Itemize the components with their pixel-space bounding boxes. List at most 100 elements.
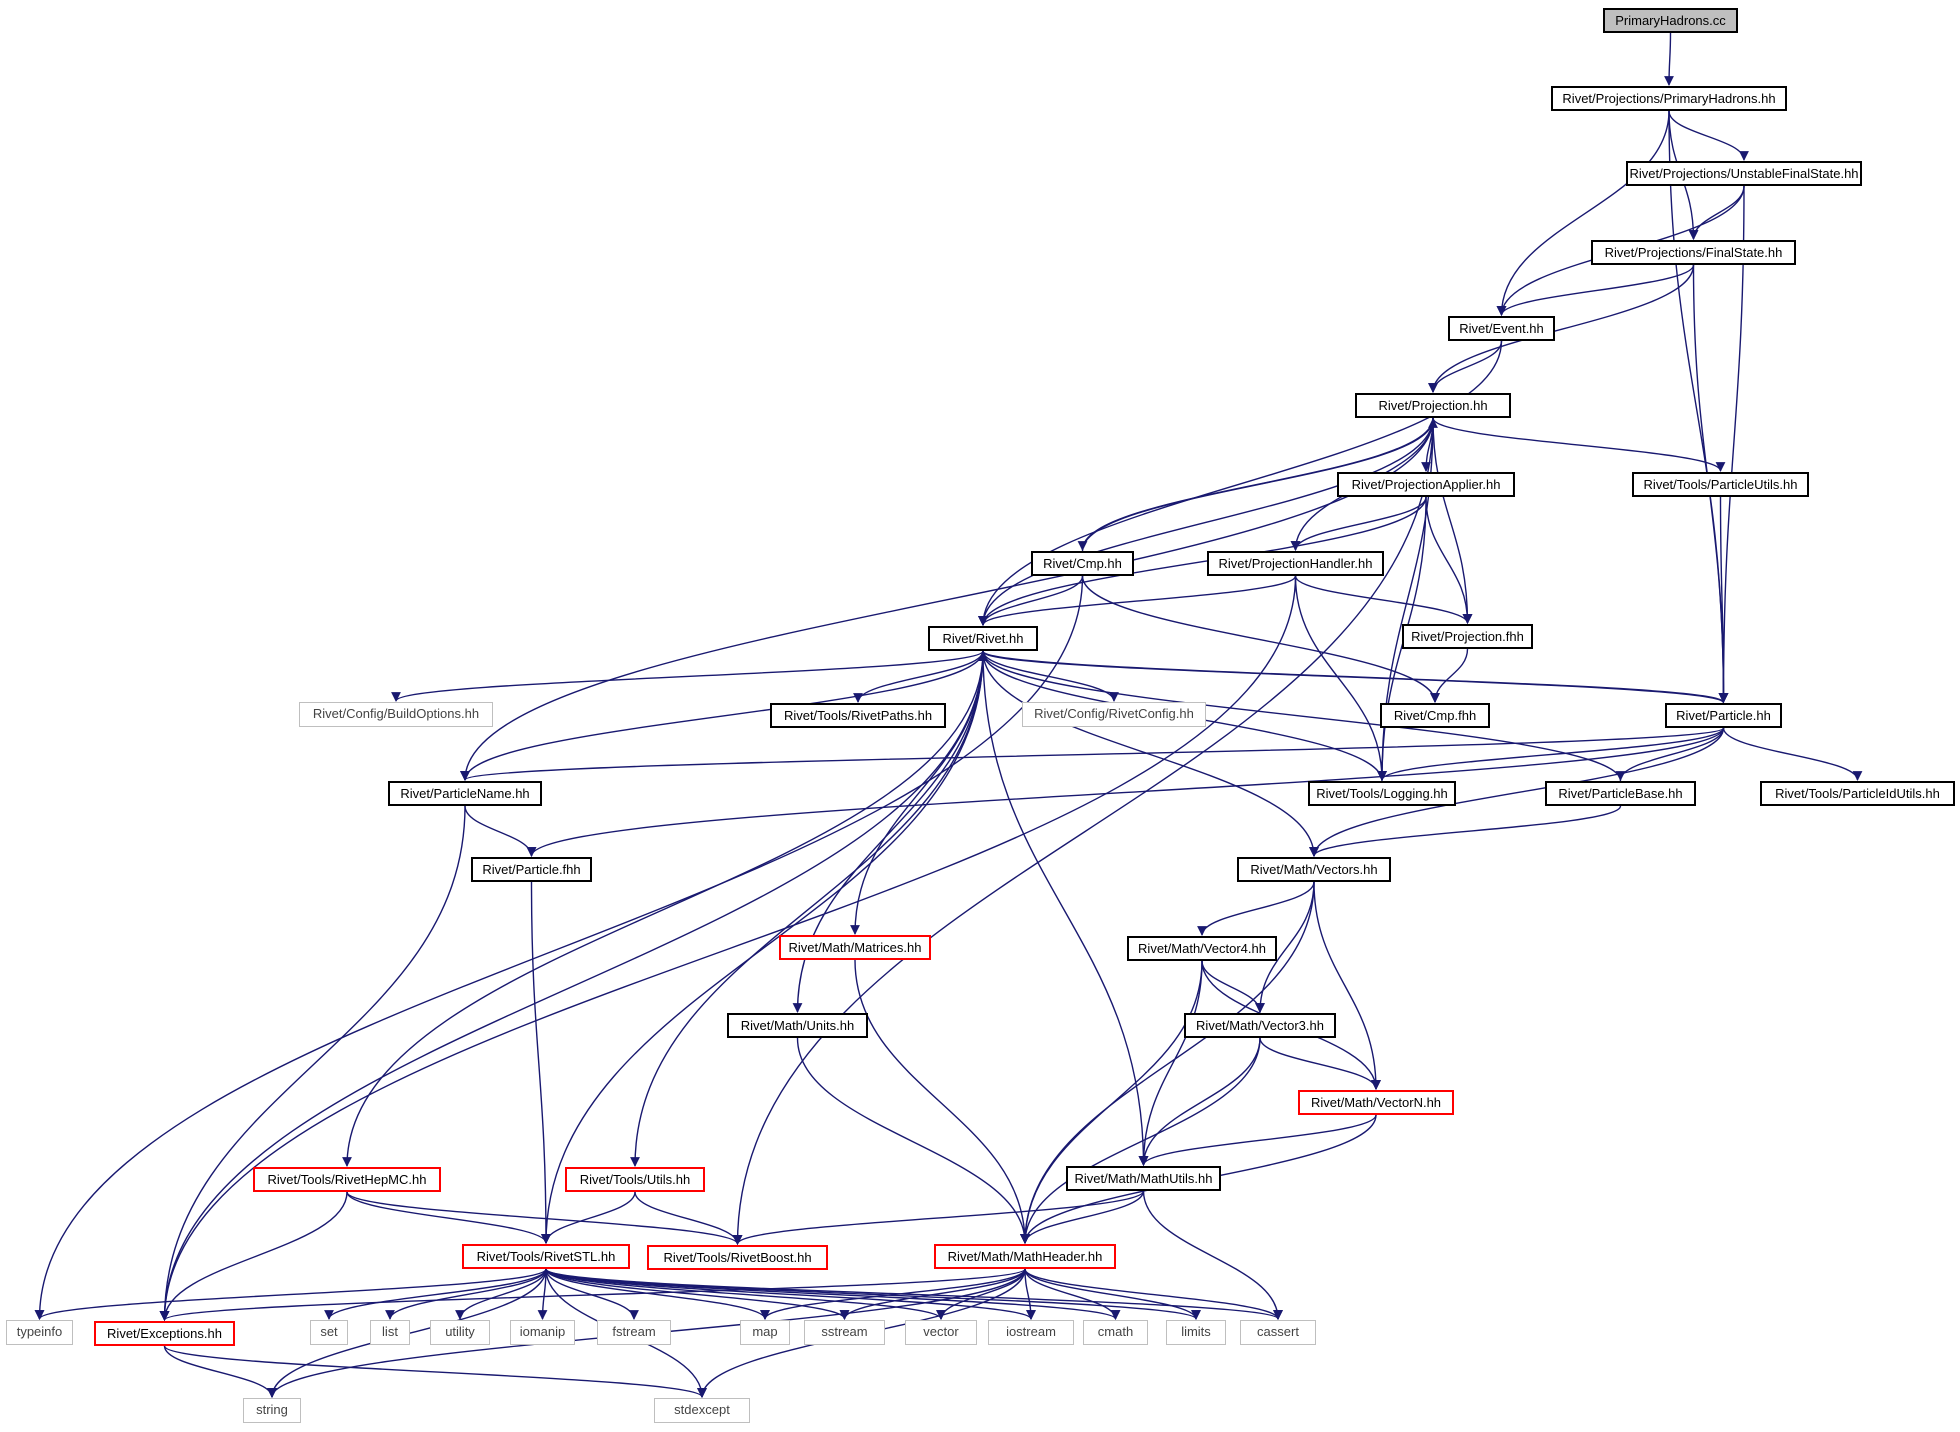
node-utils[interactable]: Rivet/Tools/Utils.hh	[565, 1167, 705, 1192]
edge-proj-to-pfhh	[1432, 417, 1473, 624]
edge-root-to-ph	[1664, 32, 1674, 86]
node-pname[interactable]: Rivet/ParticleName.hh	[388, 781, 542, 806]
node-stl[interactable]: Rivet/Tools/RivetSTL.hh	[462, 1244, 630, 1269]
node-pfwd[interactable]: Rivet/Particle.fhh	[471, 857, 592, 882]
node-mathutils[interactable]: Rivet/Math/MathUtils.hh	[1066, 1166, 1221, 1191]
node-exceptions[interactable]: Rivet/Exceptions.hh	[94, 1321, 235, 1346]
edge-mathutils-to-cassert	[1142, 1190, 1283, 1320]
node-vec3[interactable]: Rivet/Math/Vector3.hh	[1184, 1013, 1336, 1038]
edge-hepmc-to-exceptions	[159, 1191, 348, 1321]
edge-rivet-to-mathutils	[982, 650, 1149, 1166]
edge-pname-to-pfwd	[464, 805, 537, 857]
edge-stl-to-list	[385, 1268, 547, 1320]
node-event[interactable]: Rivet/Event.hh	[1448, 316, 1555, 341]
node-rpaths[interactable]: Rivet/Tools/RivetPaths.hh	[770, 703, 946, 728]
node-matrices[interactable]: Rivet/Math/Matrices.hh	[779, 935, 931, 960]
node-boost[interactable]: Rivet/Tools/RivetBoost.hh	[647, 1245, 828, 1270]
edge-hepmc-to-stl	[346, 1191, 551, 1244]
edge-stl-to-utility	[455, 1268, 547, 1320]
edge-cmp-to-typeinfo	[34, 575, 1084, 1320]
edge-fs-to-proj	[1428, 264, 1695, 393]
node-vector: vector	[905, 1320, 977, 1345]
node-buildopt: Rivet/Config/BuildOptions.hh	[299, 702, 493, 727]
node-pbase[interactable]: Rivet/ParticleBase.hh	[1545, 781, 1696, 806]
node-cmpf[interactable]: Rivet/Cmp.fhh	[1380, 703, 1490, 728]
edge-rivet-to-stl	[541, 650, 984, 1244]
node-stdexcept: stdexcept	[654, 1398, 750, 1423]
node-papp[interactable]: Rivet/ProjectionApplier.hh	[1337, 472, 1515, 497]
edge-pbase-to-vectors	[1309, 805, 1622, 857]
edge-fs-to-event	[1496, 264, 1695, 316]
node-rconfig: Rivet/Config/RivetConfig.hh	[1022, 702, 1206, 727]
node-pfhh[interactable]: Rivet/Projection.fhh	[1402, 624, 1533, 649]
edge-matrices-to-mathheader	[854, 959, 1030, 1244]
edge-vec4-to-mathutils	[1138, 960, 1203, 1166]
edge-mathheader-to-exceptions	[159, 1268, 1026, 1321]
edge-pbase-to-rivet	[978, 651, 1622, 782]
edge-phand-to-exceptions	[159, 575, 1297, 1321]
edge-proj-to-putils	[1432, 417, 1726, 472]
edge-vec3-to-mathutils	[1138, 1037, 1261, 1166]
edge-particle-to-vectors	[1309, 727, 1725, 857]
node-fs[interactable]: Rivet/Projections/FinalState.hh	[1591, 240, 1796, 265]
node-ufs[interactable]: Rivet/Projections/UnstableFinalState.hh	[1626, 161, 1862, 186]
edge-pname-to-exceptions	[159, 805, 466, 1321]
edge-particle-to-pidutils	[1722, 727, 1863, 781]
edge-papp-to-rivet	[978, 496, 1427, 626]
node-particle[interactable]: Rivet/Particle.hh	[1665, 703, 1782, 728]
node-vectors[interactable]: Rivet/Math/Vectors.hh	[1237, 857, 1391, 882]
edge-exceptions-to-stdexcept	[163, 1345, 707, 1398]
node-typeinfo: typeinfo	[6, 1320, 73, 1345]
node-limits: limits	[1166, 1320, 1226, 1345]
edge-rivet-to-rconfig	[982, 650, 1119, 702]
edge-particle-to-pfwd	[526, 727, 1725, 857]
node-vecn[interactable]: Rivet/Math/VectorN.hh	[1298, 1090, 1454, 1115]
node-map: map	[740, 1320, 790, 1345]
node-logging[interactable]: Rivet/Tools/Logging.hh	[1308, 781, 1456, 806]
edge-particle-to-rivet	[978, 651, 1725, 704]
edge-vectors-to-vec3	[1255, 881, 1315, 1013]
node-cmp[interactable]: Rivet/Cmp.hh	[1031, 551, 1134, 576]
node-rivet[interactable]: Rivet/Rivet.hh	[928, 626, 1038, 651]
node-vec4[interactable]: Rivet/Math/Vector4.hh	[1127, 936, 1277, 961]
node-ph[interactable]: Rivet/Projections/PrimaryHadrons.hh	[1551, 86, 1787, 111]
node-phand[interactable]: Rivet/ProjectionHandler.hh	[1207, 551, 1384, 576]
edge-rivet-to-vectors	[982, 650, 1319, 857]
edge-rivet-to-exceptions	[159, 650, 984, 1321]
edge-stl-to-typeinfo	[34, 1268, 547, 1320]
node-hepmc[interactable]: Rivet/Tools/RivetHepMC.hh	[253, 1167, 441, 1192]
edge-ufs-to-particle	[1718, 185, 1745, 703]
node-list: list	[370, 1320, 410, 1345]
edge-proj-to-boost	[732, 417, 1434, 1245]
node-set: set	[310, 1320, 348, 1345]
edge-pfhh-to-cmpf	[1430, 648, 1469, 703]
node-units[interactable]: Rivet/Math/Units.hh	[727, 1013, 868, 1038]
edge-rivet-to-pname	[460, 650, 984, 781]
edge-mathutils-to-boost	[732, 1190, 1145, 1245]
edge-ph-to-event	[1496, 110, 1670, 316]
edge-rivet-to-hepmc	[342, 650, 984, 1167]
edge-rivet-to-utils	[630, 650, 984, 1167]
node-proj[interactable]: Rivet/Projection.hh	[1355, 393, 1511, 418]
node-putils[interactable]: Rivet/Tools/ParticleUtils.hh	[1632, 472, 1809, 497]
edge-vecn-to-mathutils	[1138, 1114, 1377, 1166]
node-iostream: iostream	[988, 1320, 1074, 1345]
node-pidutils[interactable]: Rivet/Tools/ParticleIdUtils.hh	[1760, 781, 1955, 806]
edge-phand-to-pfhh	[1294, 575, 1473, 624]
node-root[interactable]: PrimaryHadrons.cc	[1603, 8, 1738, 33]
edge-vec3-to-mathheader	[1020, 1037, 1261, 1244]
edge-particle-to-logging	[1377, 727, 1725, 781]
edge-vectors-to-vecn	[1313, 881, 1381, 1090]
edge-mathheader-to-cmath	[1024, 1268, 1121, 1320]
edge-mathheader-to-map	[760, 1268, 1026, 1320]
edge-vectors-to-vec4	[1197, 881, 1315, 936]
edge-ph-to-ufs	[1668, 110, 1749, 161]
edge-event-to-proj	[1428, 340, 1503, 393]
edge-mathutils-to-mathheader	[1020, 1190, 1145, 1244]
node-cassert: cassert	[1240, 1320, 1316, 1345]
edge-vec4-to-vec3	[1201, 960, 1265, 1013]
node-utility: utility	[430, 1320, 490, 1345]
edge-proj-to-rivet	[978, 417, 1434, 626]
edge-units-to-mathheader	[796, 1037, 1030, 1244]
node-mathheader[interactable]: Rivet/Math/MathHeader.hh	[934, 1244, 1116, 1269]
